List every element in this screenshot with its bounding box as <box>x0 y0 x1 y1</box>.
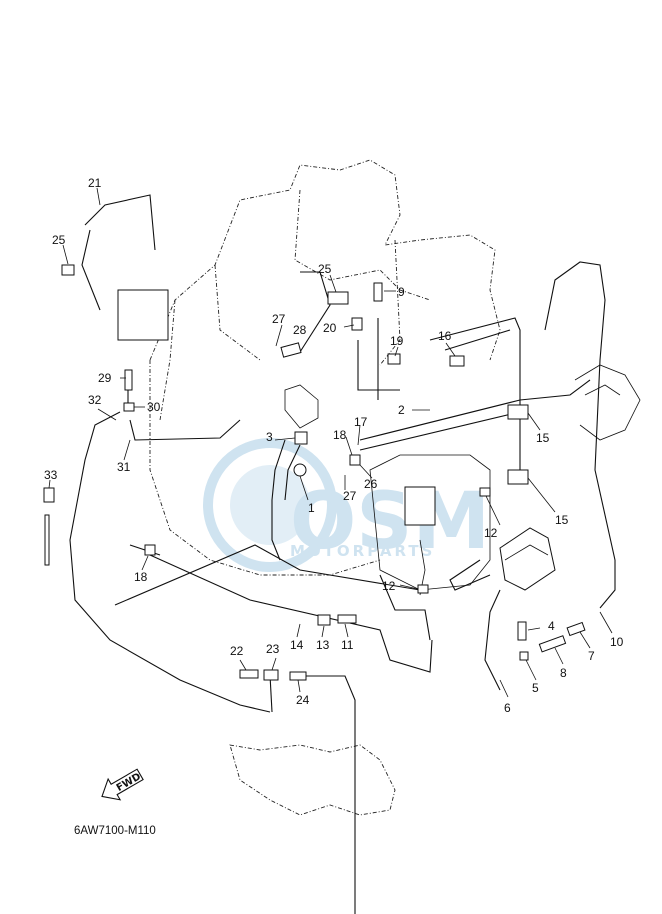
callout-27a: 27 <box>272 312 286 326</box>
joint-3 <box>294 431 308 445</box>
clamp-18b <box>349 454 361 466</box>
joint-7 <box>566 621 586 637</box>
callout-20: 20 <box>323 321 337 335</box>
joint-20 <box>351 317 363 331</box>
joint-13 <box>317 614 331 626</box>
watermark-tagline: MOTORPARTS <box>290 542 435 560</box>
callout-15a: 15 <box>536 431 550 445</box>
holder-15b <box>507 469 529 485</box>
callout-15b: 15 <box>555 513 569 527</box>
clamp-12b <box>479 487 491 497</box>
holder-16 <box>449 355 465 367</box>
joint-9 <box>373 282 383 302</box>
callout-11: 11 <box>341 638 354 652</box>
callout-32: 32 <box>88 393 102 407</box>
callout-24: 24 <box>296 693 310 707</box>
callout-29: 29 <box>98 371 112 385</box>
clip-25b <box>327 291 349 305</box>
joint-1 <box>293 463 307 477</box>
tee-30 <box>123 402 135 412</box>
callout-30: 30 <box>147 400 161 414</box>
holder-19 <box>387 353 401 365</box>
lower-casing-outline <box>229 744 396 816</box>
holder-15a <box>507 404 529 420</box>
callout-28: 28 <box>293 323 307 337</box>
callout-21: 21 <box>88 176 102 190</box>
callout-9: 9 <box>398 285 405 299</box>
callout-labels: 1 2 4 3 5 6 7 8 9 10 11 12 12 13 14 15 1… <box>44 176 624 715</box>
callout-33: 33 <box>44 468 58 482</box>
callout-19: 19 <box>390 334 404 348</box>
fuel-filter <box>499 527 556 591</box>
hose-4 <box>517 621 527 641</box>
leader-lines <box>48 187 613 698</box>
callout-16: 16 <box>438 329 452 343</box>
callout-23: 23 <box>266 642 280 656</box>
callout-6: 6 <box>504 701 511 715</box>
filter-8 <box>538 635 567 653</box>
tie-33 <box>44 514 50 566</box>
hose-29 <box>124 369 133 391</box>
clamp-12a <box>417 584 429 594</box>
callout-14: 14 <box>290 638 304 652</box>
callout-26: 26 <box>364 477 378 491</box>
watermark: OSM MOTORPARTS <box>203 438 490 572</box>
joint-5 <box>519 651 529 661</box>
callout-12b: 12 <box>382 579 396 593</box>
callout-25a: 25 <box>52 233 66 247</box>
callout-3: 3 <box>266 430 273 444</box>
callout-12a: 12 <box>484 526 498 540</box>
watermark-brand: OSM <box>290 477 490 567</box>
clamp-18a <box>144 544 156 556</box>
clamp-33 <box>43 487 55 503</box>
vapor-separator <box>369 454 491 596</box>
diagram-code: 6AW7100-M110 <box>74 825 156 837</box>
hose-24 <box>289 671 307 681</box>
tee-23 <box>263 669 279 681</box>
callout-10: 10 <box>610 635 624 649</box>
hose-22 <box>239 669 259 679</box>
callout-31: 31 <box>117 460 131 474</box>
hose-28 <box>280 342 302 358</box>
callout-25b: 25 <box>318 262 332 276</box>
callout-5: 5 <box>532 681 539 695</box>
clip-25a <box>61 264 75 276</box>
fwd-arrow: FWD <box>101 768 144 801</box>
callout-18b: 18 <box>134 570 148 584</box>
fuel-pump-plate <box>117 289 169 341</box>
callout-27b: 27 <box>343 489 357 503</box>
callout-7: 7 <box>588 649 595 663</box>
callout-18a: 18 <box>333 428 347 442</box>
callout-13: 13 <box>316 638 330 652</box>
transom-bracket-outline <box>574 364 641 441</box>
callout-2: 2 <box>398 403 405 417</box>
callout-22: 22 <box>230 644 244 658</box>
connector-bracket <box>284 384 319 429</box>
callout-4: 4 <box>548 619 555 633</box>
hose-11 <box>337 614 357 624</box>
callout-17: 17 <box>354 415 368 429</box>
callout-1: 1 <box>308 501 315 515</box>
callout-8: 8 <box>560 666 567 680</box>
hardware-parts <box>43 264 586 681</box>
